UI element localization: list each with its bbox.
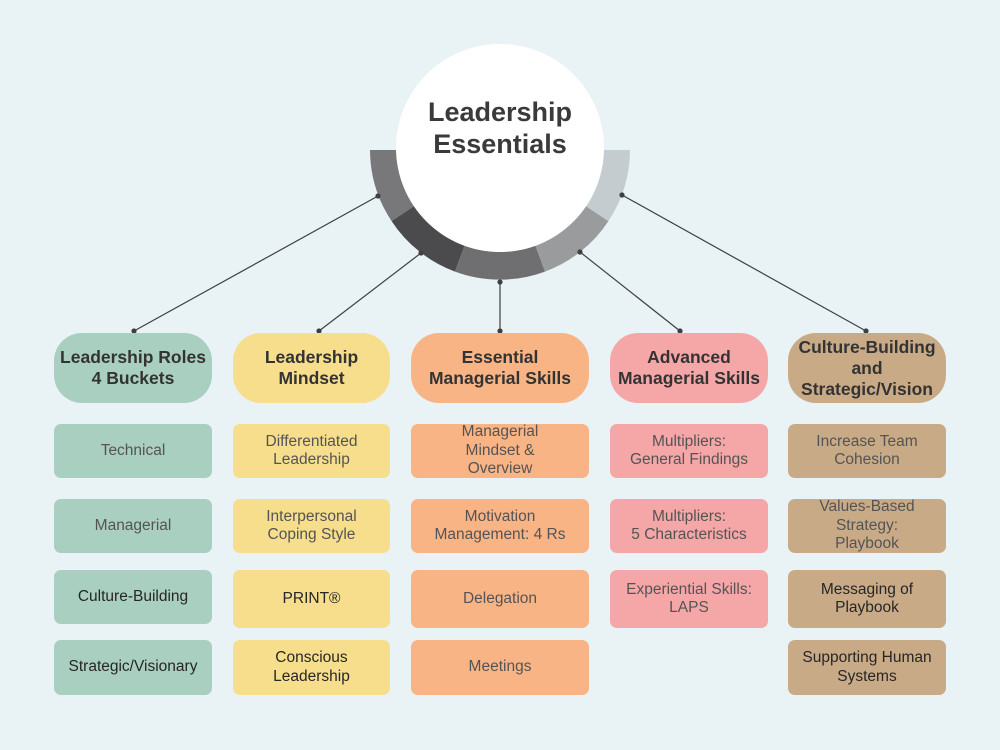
item-conscious-leadership: Conscious Leadership [233, 640, 390, 695]
item-strategic-visionary: Strategic/Visionary [54, 640, 212, 695]
connector-2 [318, 252, 422, 332]
item-culture-building: Culture-Building [54, 570, 212, 624]
item-experiential-skills-laps: Experiential Skills: LAPS [610, 570, 768, 628]
ring-segments [370, 150, 630, 280]
ring-segment-2 [391, 205, 465, 272]
column-heading-leadership-roles: Leadership Roles 4 Buckets [54, 333, 212, 403]
item-print: PRINT® [233, 570, 390, 628]
connector-dot [577, 249, 583, 255]
item-messaging-of-playbook: Messaging of Playbook [788, 570, 946, 628]
connector-dot [497, 328, 503, 334]
connector-dot [316, 328, 322, 334]
column-heading-essential-managerial-skills: Essential Managerial Skills [411, 333, 589, 403]
connector-4 [579, 251, 681, 332]
connector-dot [375, 193, 381, 199]
ring-segment-3 [455, 245, 545, 280]
item-technical: Technical [54, 424, 212, 478]
connector-dot [131, 328, 137, 334]
item-multipliers-general-findings: Multipliers: General Findings [610, 424, 768, 478]
connector-dot [863, 328, 869, 334]
center-circle [396, 44, 604, 252]
connector-lines [133, 194, 867, 332]
column-heading-advanced-managerial-skills: Advanced Managerial Skills [610, 333, 768, 403]
item-increase-team-cohesion: Increase Team Cohesion [788, 424, 946, 478]
ring-segment-4 [535, 205, 609, 272]
connector-dot [497, 279, 503, 285]
item-meetings: Meetings [411, 640, 589, 695]
item-managerial-mindset-overview: Managerial Mindset & Overview [411, 423, 589, 478]
item-values-based-strategy: Values-Based Strategy: Playbook [788, 498, 946, 553]
item-differentiated-leadership: Differentiated Leadership [233, 424, 390, 478]
connector-dot [619, 192, 625, 198]
ring-segment-1 [370, 150, 415, 222]
item-multipliers-5-characteristics: Multipliers: 5 Characteristics [610, 499, 768, 553]
center-title: Leadership Essentials [427, 97, 573, 159]
connector-dot [418, 250, 424, 256]
item-supporting-human-systems: Supporting Human Systems [788, 640, 946, 695]
column-heading-culture-building-strategic-vision: Culture-Building and Strategic/Vision [788, 333, 946, 403]
connector-1 [133, 195, 379, 332]
connector-dot [677, 328, 683, 334]
item-managerial: Managerial [54, 499, 212, 553]
item-interpersonal-coping-style: Interpersonal Coping Style [233, 499, 390, 553]
item-delegation: Delegation [411, 570, 589, 628]
column-heading-leadership-mindset: Leadership Mindset [233, 333, 390, 403]
item-motivation-management: Motivation Management: 4 Rs [411, 499, 589, 553]
connector-5 [621, 194, 867, 332]
connector-dots [131, 192, 869, 334]
ring-segment-5 [585, 150, 630, 222]
